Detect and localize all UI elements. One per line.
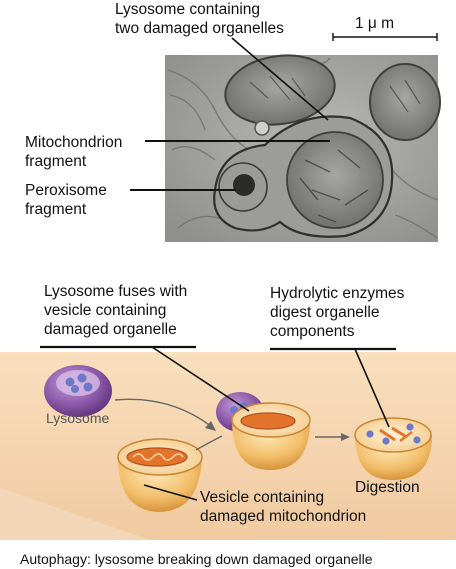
digestion-label: Digestion xyxy=(355,479,420,496)
vesicle-with-mitochondrion xyxy=(117,438,203,512)
fuse-label: Lysosome fuses with vesicle containing d… xyxy=(44,283,188,338)
lysosome-label: Lysosome xyxy=(46,410,110,426)
digesting-vesicle xyxy=(354,417,432,480)
hydrolytic-enzymes-label: Hydrolytic enzymes digest organelle comp… xyxy=(270,285,405,340)
peroxisome-fragment-label: Peroxisome fragment xyxy=(25,182,107,218)
electron-micrograph xyxy=(130,33,441,242)
autophagy-illustration xyxy=(0,345,456,540)
scale-bar-label: 1 μ m xyxy=(355,15,395,32)
lysosome-leader-line xyxy=(231,37,329,121)
lysosome xyxy=(44,365,112,417)
figure-caption: Autophagy: lysosome breaking down damage… xyxy=(20,551,373,567)
mitochondrion-fragment-label: Mitochondrion fragment xyxy=(25,134,123,170)
lysosome-micrograph-label: Lysosome containing two damaged organell… xyxy=(115,1,284,37)
arrow-to-fusion xyxy=(114,398,213,428)
fused-lysosome-vesicle xyxy=(216,392,311,470)
cytoplasm xyxy=(0,352,456,540)
vesicle-label: Vesicle containing damaged mitochondrion xyxy=(200,489,367,525)
